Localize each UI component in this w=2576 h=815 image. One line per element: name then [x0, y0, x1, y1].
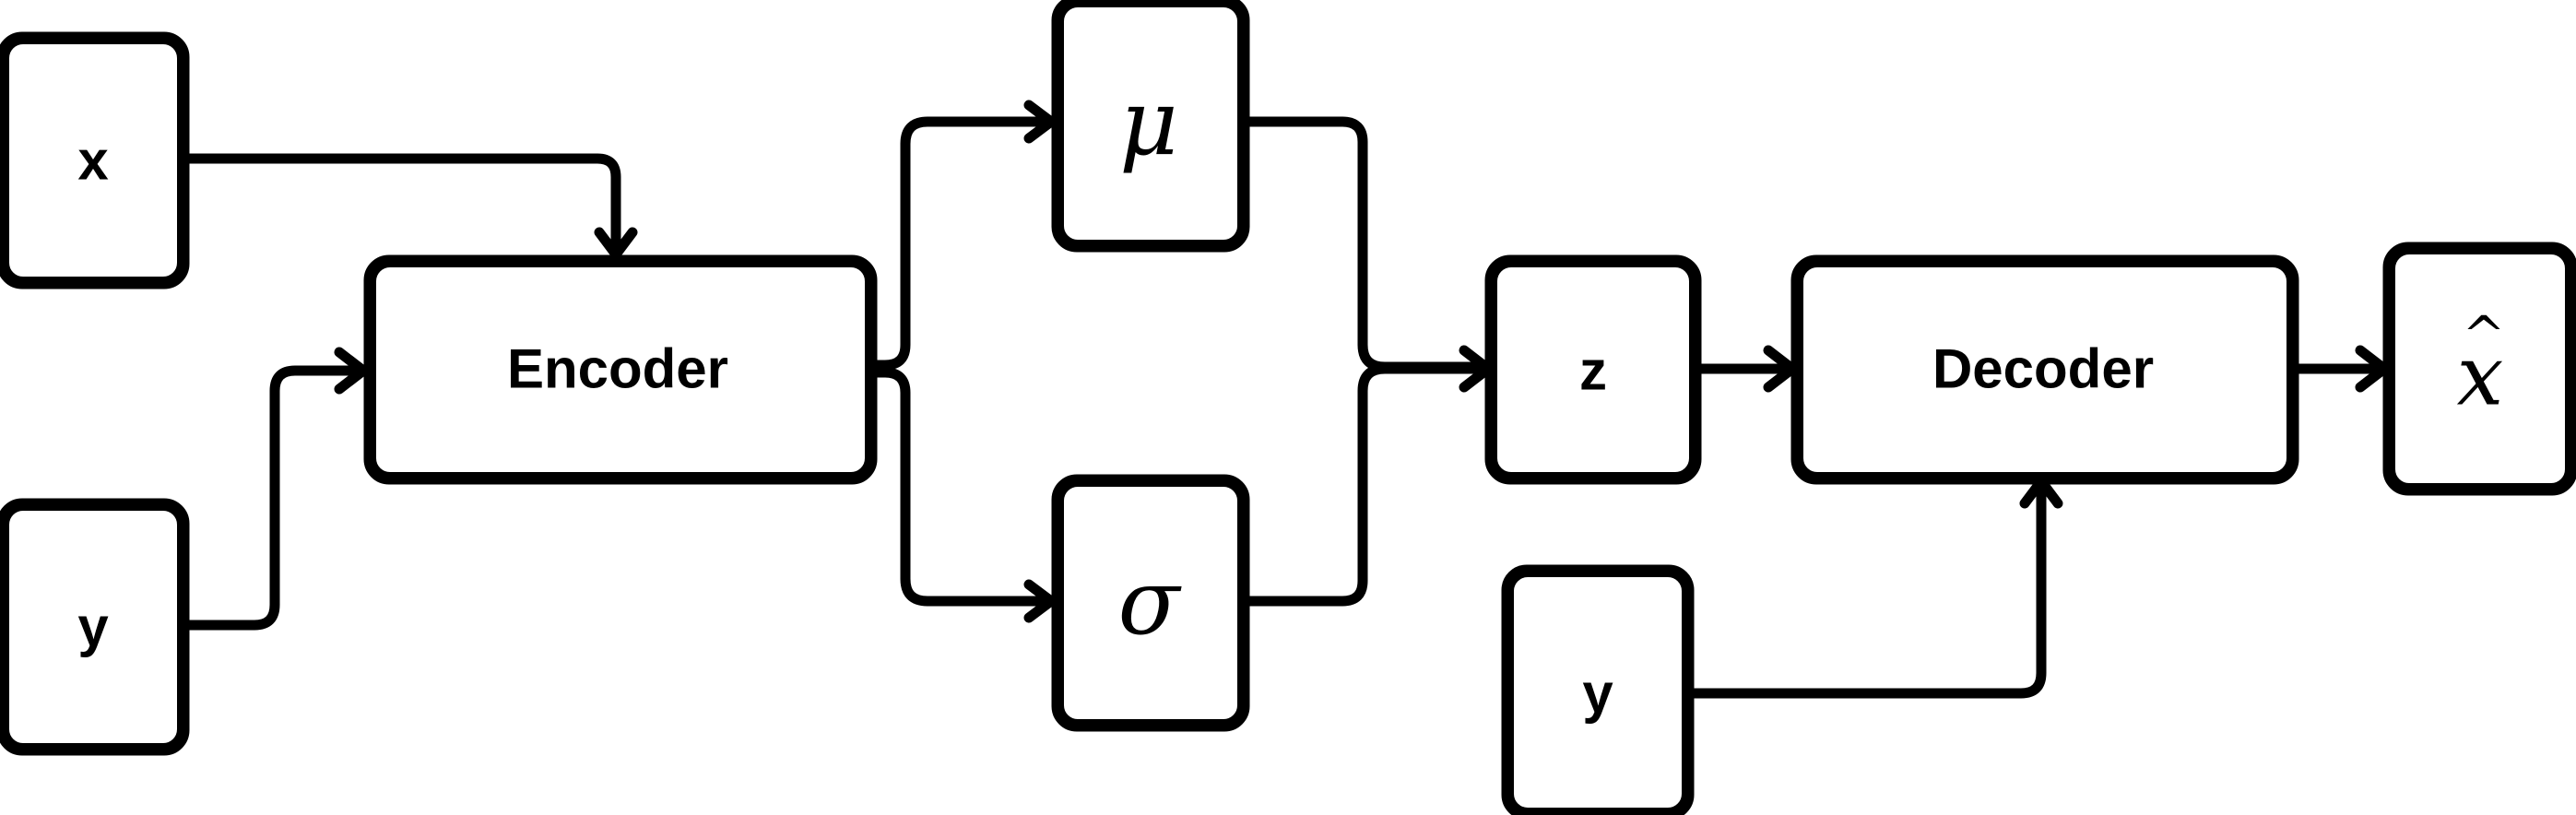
node-decoder: Decoder — [1790, 254, 2299, 485]
node-decoder-label: Decoder — [1932, 338, 2154, 400]
node-z-label: z — [1579, 340, 1607, 402]
edge-mu-to-z — [1235, 116, 1488, 372]
node-x-hat: x ^ — [2382, 242, 2576, 496]
node-y-top-label: y — [77, 596, 109, 658]
arrowhead-sigma — [1023, 579, 1057, 623]
node-x-hat-label: x — [2457, 328, 2504, 425]
edge-y-to-encoder — [175, 365, 371, 631]
node-sigma-label: σ — [1118, 550, 1183, 656]
edge-sigma-to-z — [1235, 363, 1488, 607]
node-encoder: Encoder — [363, 254, 878, 485]
node-mu: μ — [1051, 0, 1250, 253]
edge-x-to-encoder — [175, 153, 621, 256]
node-y-top: y — [0, 498, 190, 756]
edge-y-to-decoder — [1680, 479, 2047, 699]
arrowhead-mu — [1023, 100, 1057, 144]
node-x-hat-accent: ^ — [2463, 306, 2506, 366]
node-x: x — [0, 31, 190, 289]
node-y-bottom-label: y — [1582, 663, 1613, 725]
node-encoder-label: Encoder — [507, 338, 728, 400]
node-sigma: σ — [1051, 474, 1250, 732]
node-y-bottom: y — [1501, 564, 1695, 815]
node-x-label: x — [77, 130, 108, 192]
node-mu-label: μ — [1119, 71, 1178, 176]
arrowhead-encoder-left — [334, 347, 369, 395]
edge-encoder-to-sigma — [863, 367, 1053, 607]
edge-encoder-to-mu — [863, 116, 1053, 371]
arrowhead-encoder-top — [594, 227, 638, 260]
node-z: z — [1484, 254, 1702, 485]
